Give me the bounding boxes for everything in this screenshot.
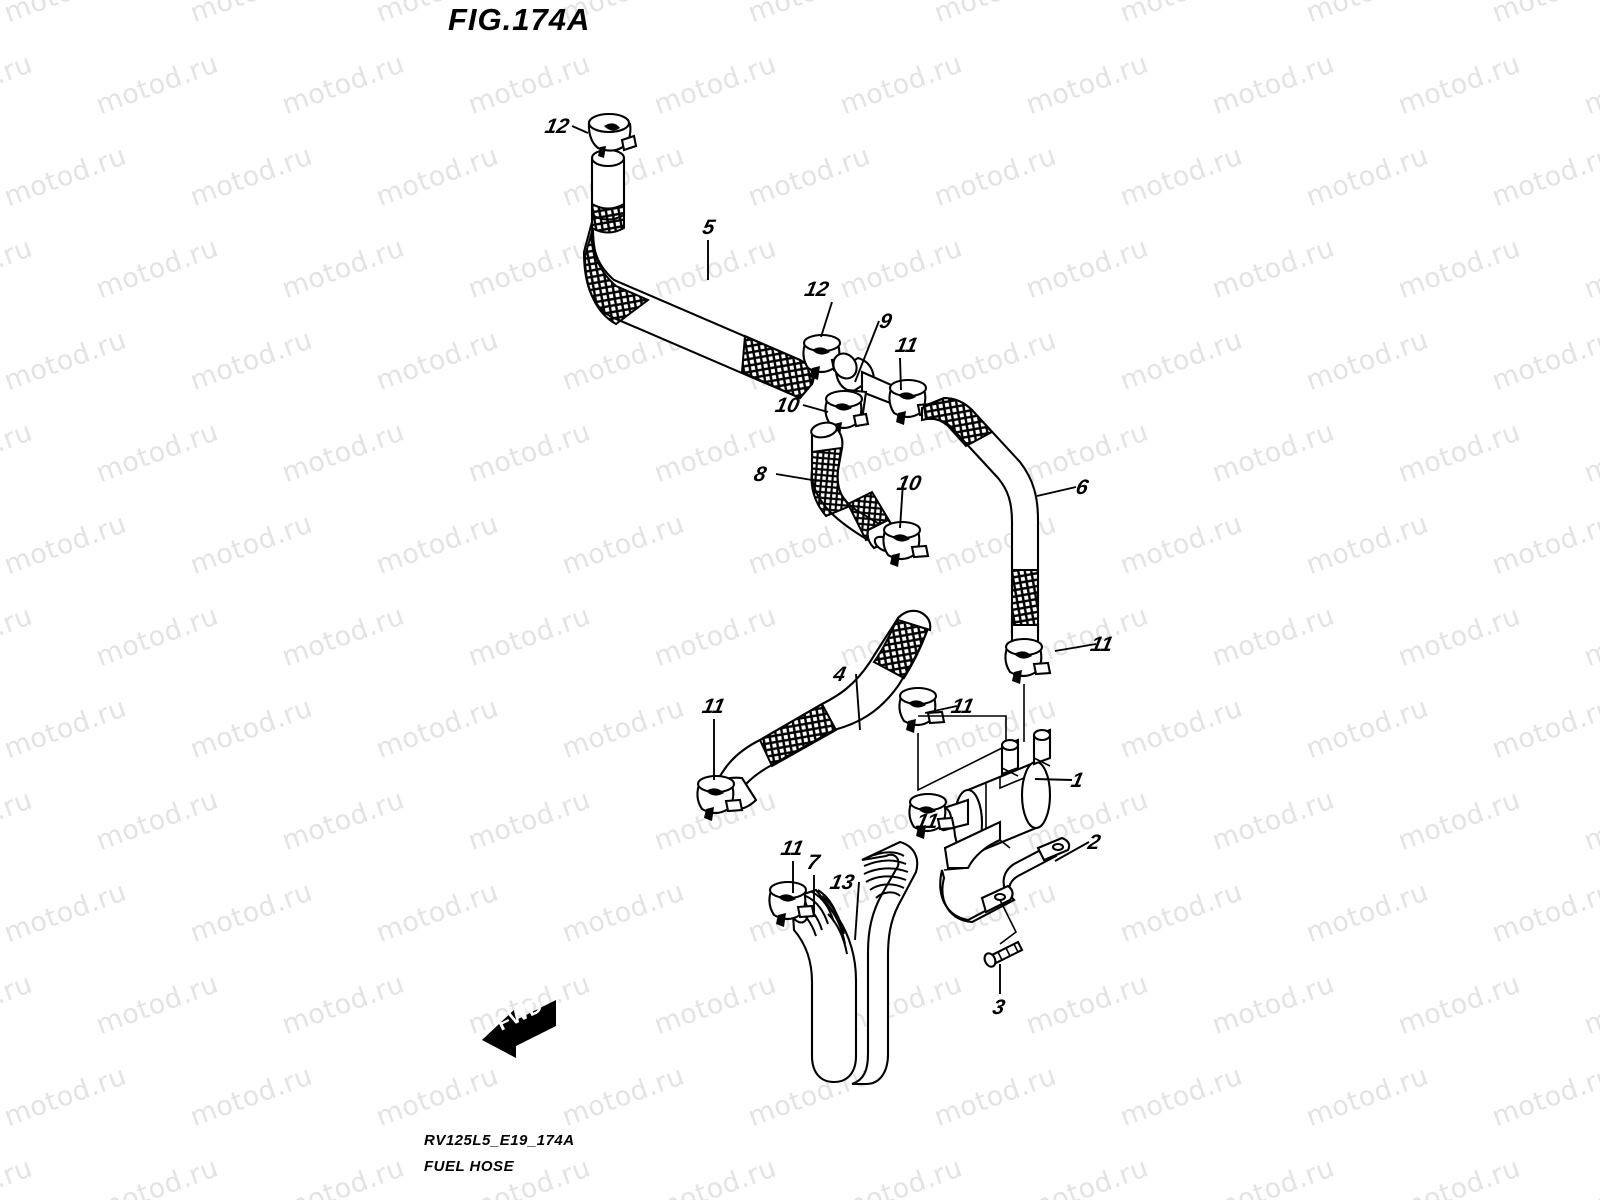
footer-name: FUEL HOSE [424,1158,515,1175]
callout-number-1: 1 [1069,769,1086,792]
part-hose-clamp-11-hose4-right [898,686,1007,792]
fwd-direction-marker: FWD [482,994,556,1058]
part-fuel-hose-4 [710,609,932,812]
callout-number-11: 11 [1088,633,1115,656]
callout-number-11: 11 [893,334,920,357]
callout-number-12: 12 [803,278,831,301]
figure-footer: RV125L5_E19_174A FUEL HOSE [424,1128,575,1180]
callout-number-12: 12 [543,115,571,138]
callout-leader-8 [775,473,819,482]
part-hose-clamp-11-hose6-bottom [1004,637,1052,742]
callout-leader-12 [571,125,589,134]
callout-number-11: 11 [914,810,941,833]
callout-leader-11 [1054,643,1097,652]
callout-leader-9 [854,320,880,383]
part-filter-bracket-2 [939,820,1071,945]
callout-number-11: 11 [700,695,727,718]
callout-number-10: 10 [773,394,801,417]
callout-number-5: 5 [701,216,719,239]
callout-number-11: 11 [949,695,976,718]
callout-number-4: 4 [830,663,848,686]
part-hose-clamp-12-upper [587,112,638,158]
callout-number-6: 6 [1074,476,1091,499]
part-hose-clamp-11-hose6-top [888,378,936,425]
part-fuel-hose-7 [787,888,858,1084]
part-fuel-hose-13 [851,840,919,1086]
part-hose-clamp-11-filter-inlet [908,792,956,839]
part-hose-clamp-10-upper [824,389,870,436]
callout-number-3: 3 [991,996,1008,1019]
part-hose-clamp-11-hose4-left [696,774,744,821]
callout-leader-10 [899,482,904,529]
callout-number-8: 8 [752,463,769,486]
callout-leader-12 [820,301,833,338]
callout-leader-13 [854,881,860,941]
part-bracket-screw-3 [983,940,1024,968]
callout-leader-6 [1036,486,1077,497]
callout-number-11: 11 [779,837,806,860]
callout-leader-1 [1034,778,1073,781]
part-fuel-hose-6 [920,396,1040,654]
page-title: FIG.174A [448,2,591,37]
callout-number-13: 13 [828,871,856,894]
callout-number-7: 7 [805,851,823,874]
callout-leader-11 [899,357,902,391]
callout-number-2: 2 [1085,831,1103,854]
callout-number-9: 9 [877,310,894,333]
footer-code: RV125L5_E19_174A [424,1132,575,1149]
callout-leader-11 [924,705,958,714]
part-fuel-hose-5 [582,148,815,400]
callout-leader-10 [802,404,829,413]
callout-leader-4 [855,673,861,731]
part-hose-clamp-10-lower [882,520,930,567]
callout-number-10: 10 [895,472,923,495]
callout-leader-2 [1054,841,1090,862]
part-fuel-hose-8 [810,421,895,553]
